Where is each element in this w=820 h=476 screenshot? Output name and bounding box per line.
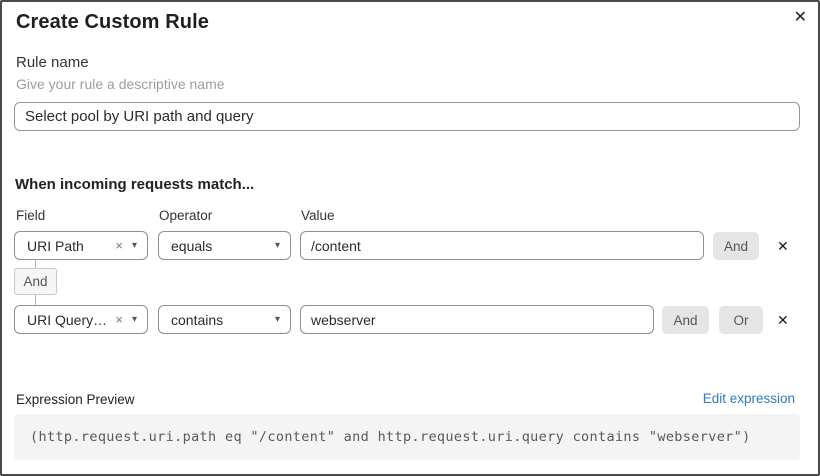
chevron-down-icon: ▾	[131, 314, 137, 325]
and-button-row2[interactable]: And	[662, 306, 709, 334]
column-label-value: Value	[301, 208, 335, 223]
connector-line-top	[35, 260, 36, 268]
clear-icon[interactable]: ×	[115, 312, 123, 327]
edit-expression-link[interactable]: Edit expression	[702, 391, 795, 406]
rule-name-hint: Give your rule a descriptive name	[16, 76, 225, 92]
column-label-operator: Operator	[159, 208, 213, 223]
operator-select-row2[interactable]: contains ▾	[158, 305, 291, 334]
value-input-row1[interactable]	[300, 231, 704, 260]
delete-row2-icon[interactable]: ✕	[777, 312, 789, 328]
value-input-row2[interactable]	[300, 305, 654, 334]
close-icon[interactable]: ✕	[793, 9, 807, 26]
chevron-down-icon: ▾	[274, 314, 280, 325]
chevron-down-icon: ▾	[131, 240, 137, 251]
expression-preview-label: Expression Preview	[16, 392, 135, 407]
chevron-down-icon: ▾	[274, 240, 280, 251]
rule-name-label: Rule name	[16, 54, 89, 71]
connector-and-badge[interactable]: And	[14, 268, 57, 295]
expression-code: (http.request.uri.path eq "/content" and…	[30, 429, 751, 445]
and-button-row1[interactable]: And	[713, 232, 759, 260]
or-button-row2[interactable]: Or	[719, 306, 763, 334]
delete-row1-icon[interactable]: ✕	[777, 238, 789, 254]
connector-line-bottom	[35, 295, 36, 305]
clear-icon[interactable]: ×	[115, 238, 123, 253]
column-label-field: Field	[16, 208, 46, 223]
page-title: Create Custom Rule	[16, 11, 209, 33]
operator-select-row1-value: equals	[171, 237, 213, 254]
field-select-row2-value: URI Query St...	[27, 311, 110, 328]
match-heading: When incoming requests match...	[15, 176, 255, 193]
expression-preview-block: (http.request.uri.path eq "/content" and…	[14, 414, 800, 460]
rule-name-input[interactable]	[14, 102, 800, 131]
field-select-row1-value: URI Path	[27, 237, 84, 254]
field-select-row1[interactable]: URI Path × ▾	[14, 231, 148, 260]
operator-select-row2-value: contains	[171, 311, 224, 328]
operator-select-row1[interactable]: equals ▾	[158, 231, 291, 260]
field-select-row2[interactable]: URI Query St... × ▾	[14, 305, 148, 334]
